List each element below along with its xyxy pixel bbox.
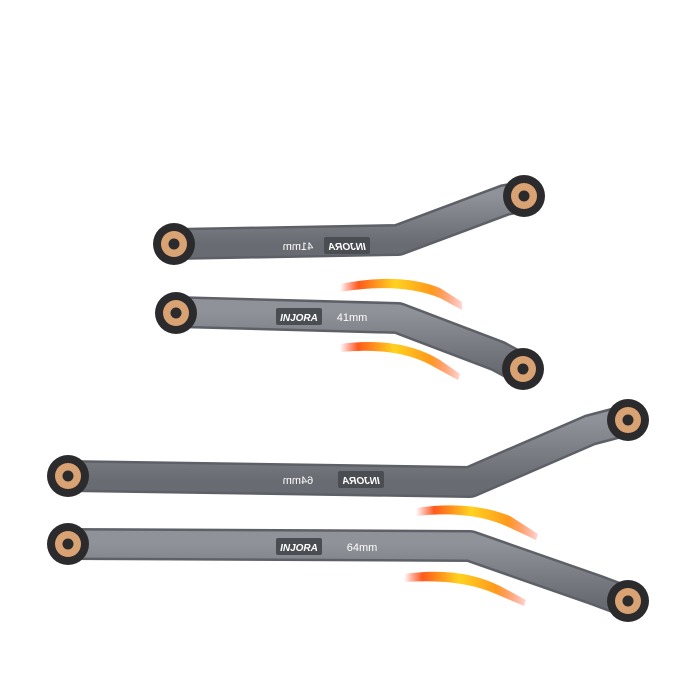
link-41mm-lower: INJORA 41mm [155,292,544,390]
size-label: 41mm [337,312,368,324]
motion-streak [416,505,538,540]
rod-end-left [153,223,195,265]
brand-label: INJORA [328,242,366,253]
link-64mm-upper: INJORA 64mm [47,399,649,498]
brand-badge [324,237,370,254]
size-label: 41mm [283,241,314,253]
link-41mm-upper: INJORA 41mm [153,175,545,265]
rod-end-left [47,455,89,497]
brand-label: INJORA [280,313,318,324]
rod-end-right [503,175,545,217]
brand-label: INJORA [280,543,318,554]
rod-end-right [502,348,544,390]
motion-streak [340,342,460,380]
brand-label: INJORA [342,476,380,487]
rod-end-left [47,523,89,565]
rod-end-left [155,292,197,334]
size-label: 64mm [283,475,314,487]
brand-badge [276,308,322,325]
link-64mm-lower: INJORA 64mm [47,523,649,622]
motion-streak [404,571,526,606]
motion-streak [340,278,462,310]
brand-badge [276,538,322,555]
rod-end-right [607,580,649,622]
rod-end-right [607,399,649,441]
brand-badge [338,471,384,488]
size-label: 64mm [347,542,378,554]
